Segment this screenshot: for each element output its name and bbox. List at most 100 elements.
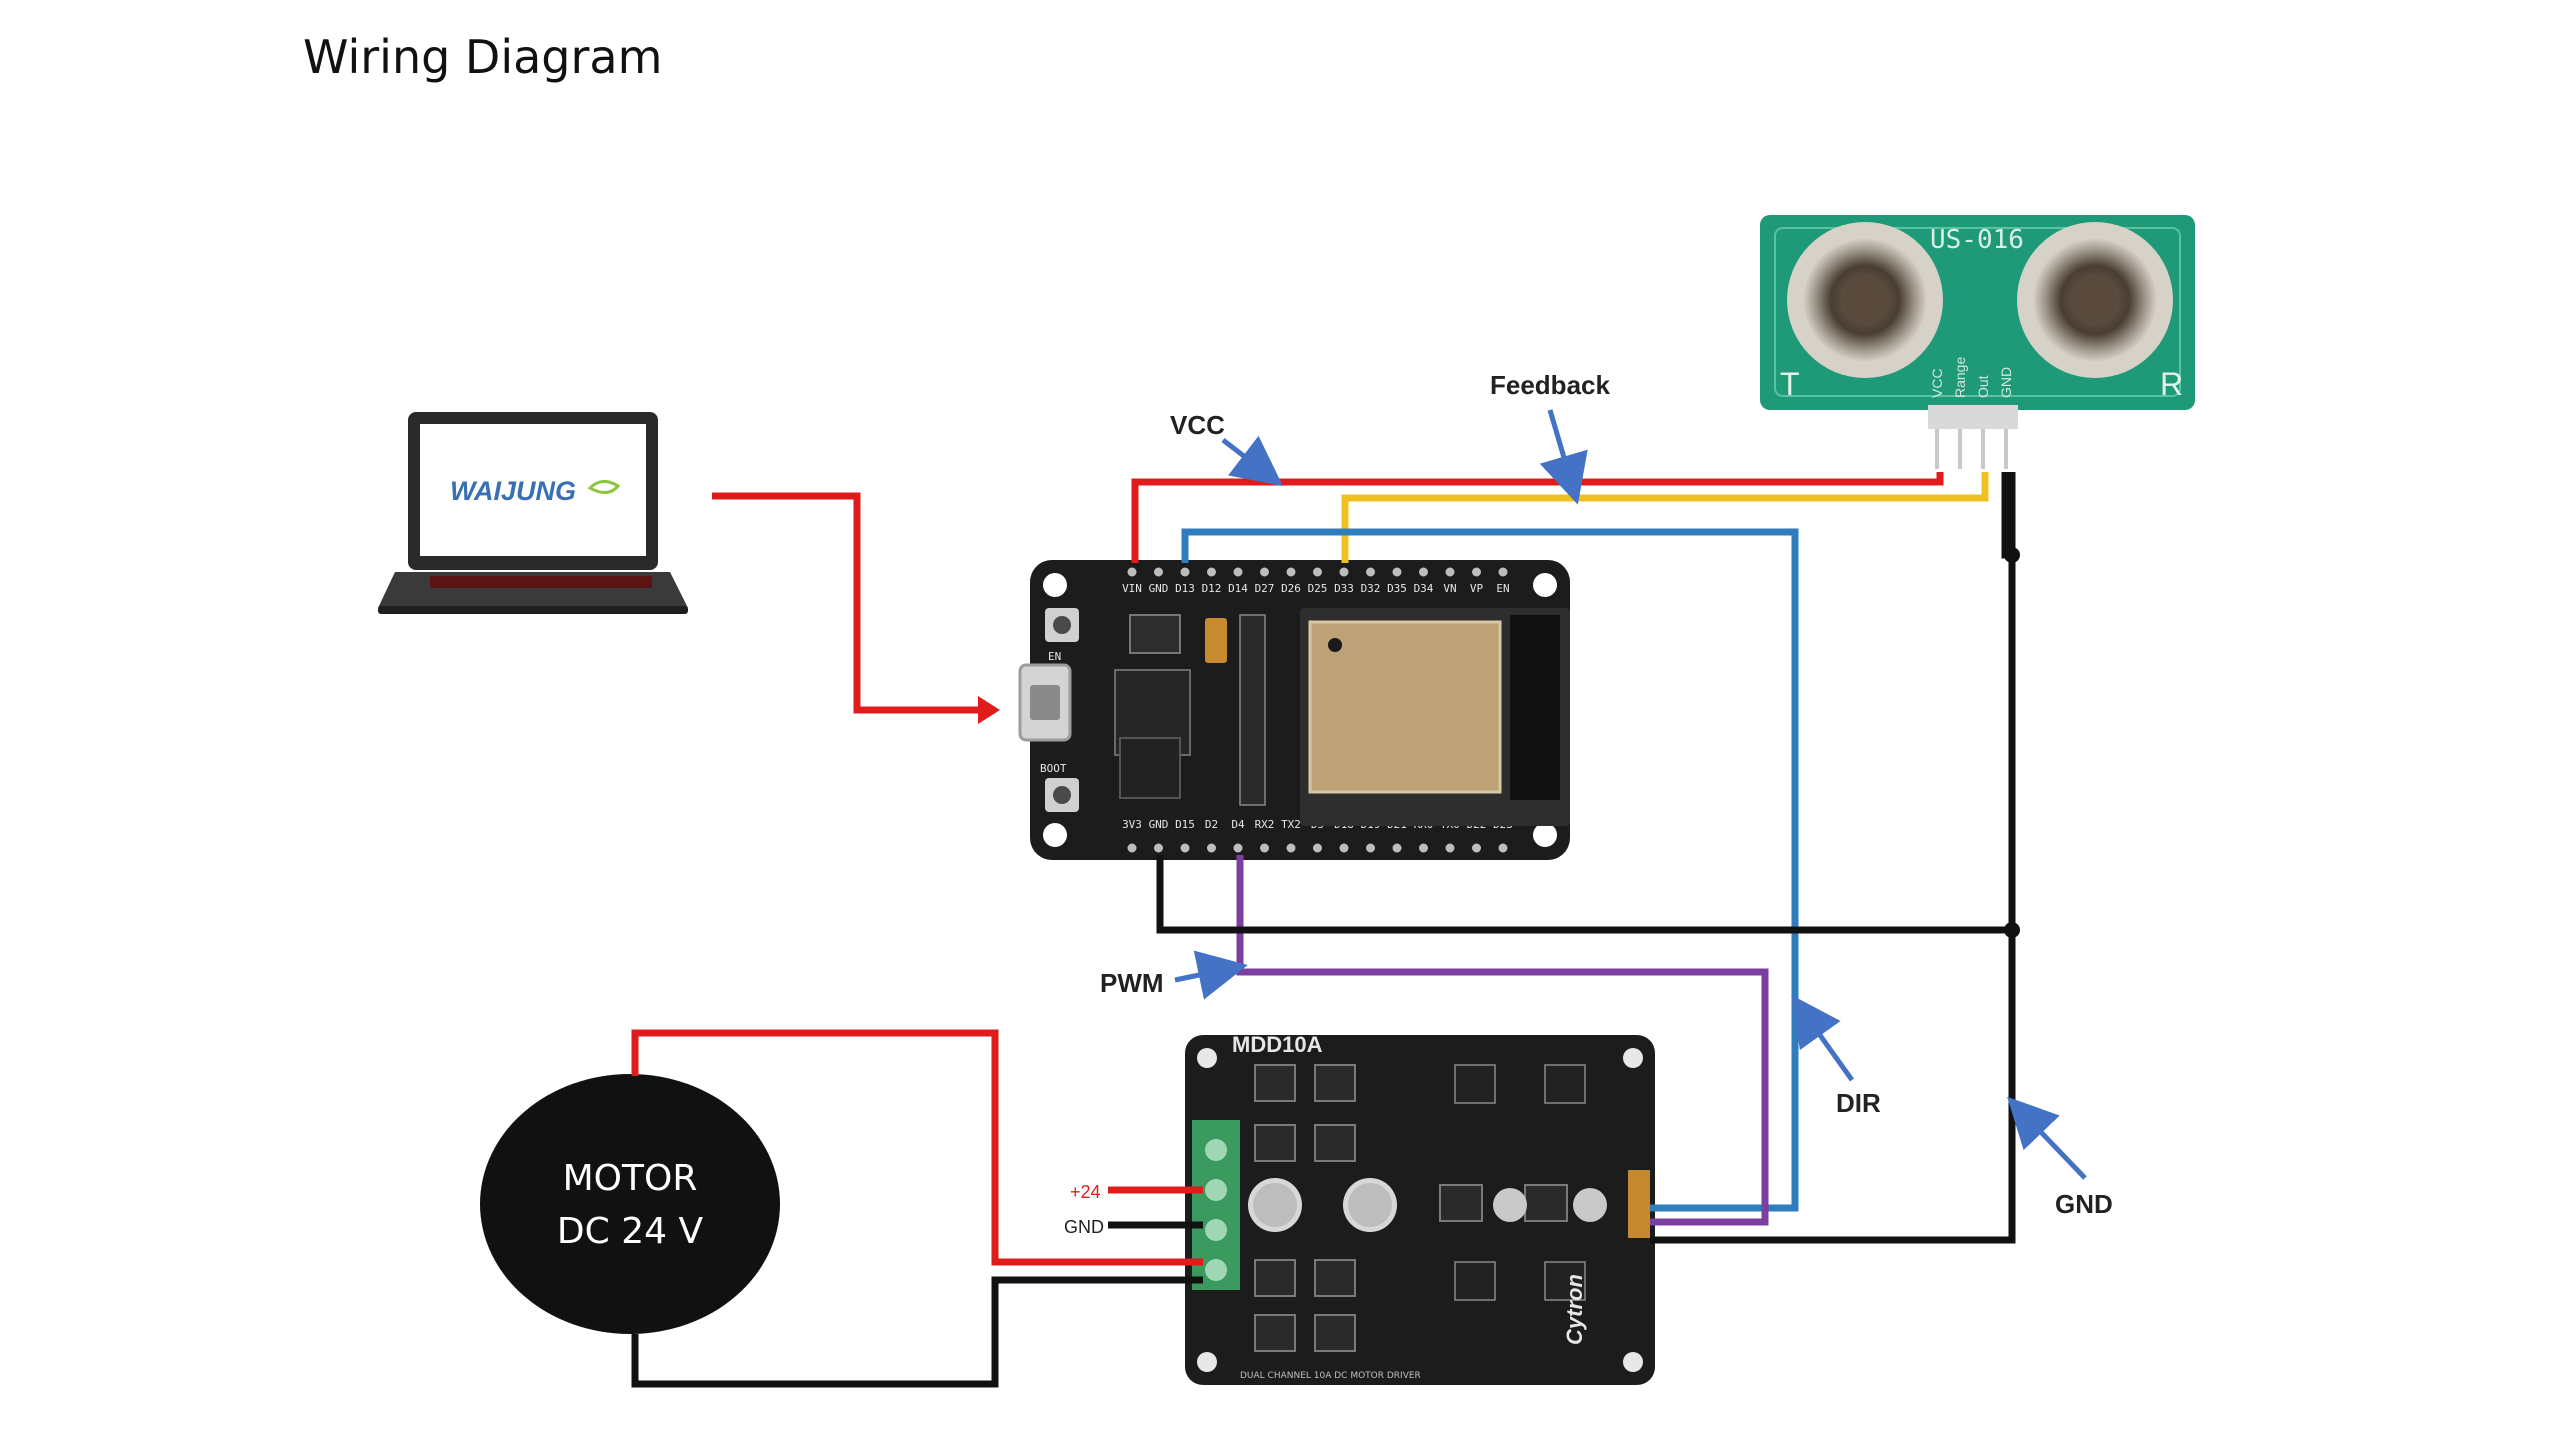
esp32-pin-bottom-d22[interactable] [1472, 843, 1481, 853]
dir-wire [1181, 528, 1799, 1212]
esp32-pin-top-d14[interactable] [1233, 567, 1243, 577]
esp32-pin-bottom-d2[interactable] [1207, 843, 1216, 853]
motor-driver: MDD10A [1185, 1032, 1655, 1385]
pwm-label: PWM [1100, 968, 1164, 998]
esp32-pin-bottom-d21[interactable] [1392, 843, 1402, 853]
esp32-pin-label-top-d25: D25 [1308, 582, 1328, 595]
driver-input-header[interactable] [1628, 1170, 1650, 1238]
gnd-junction-top [2004, 547, 2020, 563]
esp32-pin-label-bottom-d4: D4 [1231, 818, 1245, 831]
feedback-label: Feedback [1490, 370, 1610, 400]
esp32-pin-label-top-vn: VN [1443, 582, 1456, 595]
esp32-pin-bottom-d15[interactable] [1180, 843, 1190, 853]
esp32-pin-top-en[interactable] [1498, 567, 1508, 577]
sensor-r-mark: R [2160, 366, 2183, 402]
gnd-wire-esp [1156, 855, 2012, 934]
esp32-pin-label-top-d13: D13 [1175, 582, 1195, 595]
dir-label: DIR [1836, 1088, 1881, 1118]
motor-line1: MOTOR [563, 1158, 698, 1199]
sensor-t-mark: T [1780, 366, 1800, 402]
sensor-pin-label-gnd: GND [1998, 367, 2014, 398]
esp32-pin-label-top-gnd: GND [1149, 582, 1169, 595]
pwm-arrow [1174, 950, 1248, 1000]
esp32-pin-label-top-d14: D14 [1228, 582, 1248, 595]
esp32-pin-top-d27[interactable] [1260, 567, 1269, 577]
waijung-logo: WAIJUNG [450, 476, 576, 506]
cytron-logo: Cytron [1562, 1274, 1587, 1345]
esp32-pin-top-d13[interactable] [1180, 567, 1190, 577]
esp32-top-header: VIN GND D13 D12 D14 D27 D26 D25 D33 D32 D35 D34 VN VP… [1122, 567, 1510, 595]
esp32-board: VIN GND D13 D12 D14 D27 D26 D25 D33 D32 D35 D34 VN VP… [1018, 560, 1570, 860]
gnd-arrow [2007, 1096, 2087, 1180]
sensor-pin-label-range: Range [1952, 357, 1968, 398]
esp32-pin-bottom-d23[interactable] [1498, 843, 1508, 853]
en-label: EN [1048, 650, 1061, 663]
esp32-pin-top-d35[interactable] [1392, 567, 1402, 577]
dir-arrow [1791, 994, 1855, 1082]
esp32-pin-label-top-d12: D12 [1202, 582, 1222, 595]
motor-black-wire [631, 1276, 1203, 1388]
sensor-pin-label-vcc: VCC [1929, 368, 1945, 398]
driver-footer: DUAL CHANNEL 10A DC MOTOR DRIVER [1240, 1371, 1421, 1381]
page-title: Wiring Diagram [303, 30, 663, 84]
esp32-pin-label-top-d34: D34 [1414, 582, 1434, 595]
feedback-wire [1341, 472, 1989, 563]
esp32-pin-bottom-3v3[interactable] [1127, 843, 1137, 853]
motor-red-wire [631, 1029, 1203, 1266]
driver-model: MDD10A [1232, 1032, 1323, 1057]
esp32-pin-bottom-rx0[interactable] [1419, 843, 1428, 853]
gnd-junction-mid [2004, 922, 2020, 938]
laptop: WAIJUNG [378, 412, 688, 614]
esp32-pin-label-top-d32: D32 [1361, 582, 1381, 595]
usb-cable-wire [712, 492, 990, 714]
esp32-pin-label-bottom-gnd: GND [1149, 818, 1169, 831]
esp32-pin-bottom-tx0[interactable] [1445, 843, 1455, 853]
esp32-pin-label-bottom-d15: D15 [1175, 818, 1195, 831]
sensor-model: US-016 [1930, 225, 2024, 255]
esp32-pin-top-vn[interactable] [1445, 567, 1455, 577]
esp32-pin-top-d12[interactable] [1207, 567, 1216, 577]
esp32-pin-bottom-tx2[interactable] [1286, 843, 1296, 853]
esp32-pin-label-top-en: EN [1496, 582, 1509, 595]
esp32-pin-label-bottom-tx2: TX2 [1281, 818, 1301, 831]
esp32-pin-top-d25[interactable] [1313, 567, 1322, 577]
gnd-wire-main [1650, 472, 2016, 1244]
esp32-pin-bottom-rx2[interactable] [1260, 843, 1269, 853]
esp32-pin-bottom-d19[interactable] [1366, 843, 1375, 853]
motor-line2: DC 24 V [557, 1211, 704, 1252]
esp32-pin-top-d34[interactable] [1419, 567, 1428, 577]
driver-gnd-label: GND [1064, 1217, 1104, 1237]
esp32-pin-top-d26[interactable] [1286, 567, 1296, 577]
esp32-pin-top-gnd[interactable] [1154, 567, 1163, 577]
esp32-pin-bottom-gnd[interactable] [1154, 843, 1163, 853]
logo-swoosh-icon [587, 480, 621, 494]
esp32-pin-label-bottom-rx2: RX2 [1255, 818, 1275, 831]
vcc-arrow [1221, 435, 1283, 487]
gnd-label: GND [2055, 1189, 2113, 1219]
esp32-pin-top-vin[interactable] [1127, 567, 1137, 577]
esp32-pin-label-top-d35: D35 [1387, 582, 1407, 595]
esp32-pin-label-top-d26: D26 [1281, 582, 1301, 595]
esp32-pin-top-vp[interactable] [1472, 567, 1481, 577]
vcc-wire [1131, 472, 1944, 563]
esp32-pin-label-bottom-d2: D2 [1205, 818, 1218, 831]
esp32-pin-bottom-d5[interactable] [1313, 843, 1322, 853]
esp32-pin-label-top-vin: VIN [1122, 582, 1142, 595]
esp32-pin-label-bottom-3v3: 3V3 [1122, 818, 1142, 831]
esp32-pin-label-top-d33: D33 [1334, 582, 1354, 595]
usb-arrowhead [978, 696, 1000, 724]
feedback-arrow [1539, 409, 1588, 505]
esp32-pin-top-d33[interactable] [1339, 567, 1349, 577]
esp32-pin-top-d32[interactable] [1366, 567, 1375, 577]
motor: MOTOR DC 24 V [480, 1074, 780, 1334]
sensor-pin-label-out: Out [1975, 375, 1991, 398]
boot-label: BOOT [1040, 762, 1067, 775]
plus24-label: +24 [1070, 1182, 1101, 1202]
ultrasonic-sensor: US-016 T R VCC Range Out GND [1760, 215, 2195, 469]
esp32-pin-label-top-vp: VP [1470, 582, 1484, 595]
vcc-label: VCC [1170, 410, 1225, 440]
esp32-pin-bottom-d18[interactable] [1339, 843, 1349, 853]
esp32-pin-label-top-d27: D27 [1255, 582, 1275, 595]
esp32-pin-bottom-d4[interactable] [1233, 843, 1243, 853]
